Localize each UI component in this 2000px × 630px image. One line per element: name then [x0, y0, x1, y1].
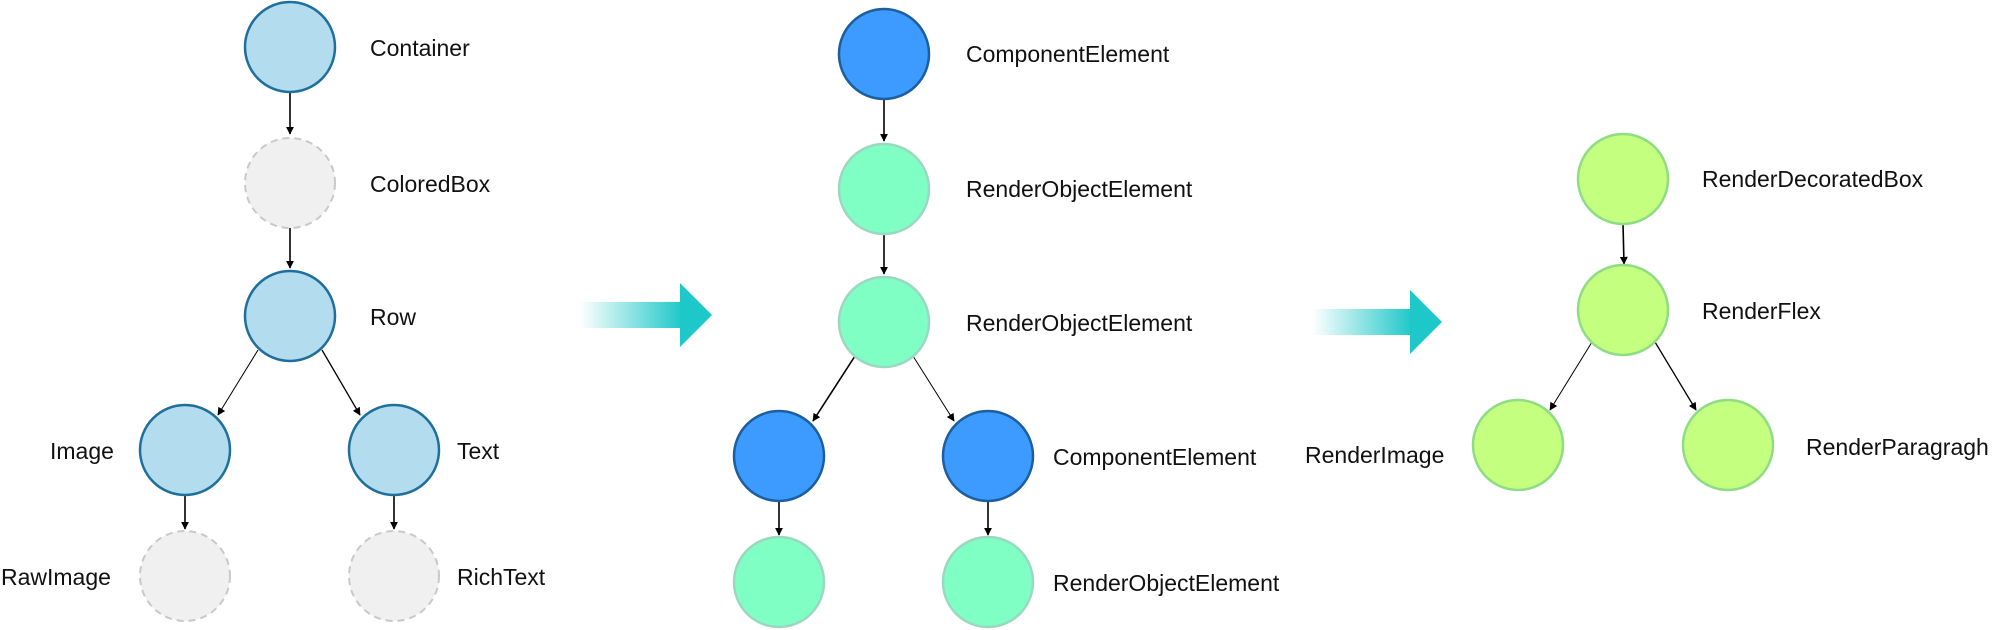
render-node-decoratedbox: RenderDecoratedBox — [1576, 132, 1924, 226]
render-node-decoratedbox-circle — [1576, 132, 1670, 226]
element-node-left-circle — [732, 409, 826, 503]
element-node-3: RenderObjectElement — [837, 275, 1193, 369]
element-node-3-label: RenderObjectElement — [966, 310, 1193, 336]
node-text-label: Text — [457, 438, 500, 464]
node-container-label: Container — [370, 35, 470, 61]
render-tree-edges — [1549, 223, 1697, 411]
render-node-decoratedbox-label: RenderDecoratedBox — [1702, 166, 1924, 192]
node-image: Image — [50, 403, 232, 497]
node-richtext-label: RichText — [457, 564, 546, 590]
transition-arrow-2-head — [1410, 290, 1442, 354]
node-coloredbox: ColoredBox — [244, 137, 491, 229]
element-node-right-bottom-label: RenderObjectElement — [1053, 570, 1280, 596]
element-node-left — [732, 409, 826, 503]
render-node-paragraph-label: RenderParagragh — [1806, 434, 1989, 460]
render-node-flex-label: RenderFlex — [1702, 298, 1821, 324]
edge-rt-top-rt-flex — [1619, 223, 1628, 265]
transition-arrow-2-shaft — [1312, 309, 1412, 335]
element-node-right-bottom: RenderObjectElement — [941, 535, 1280, 629]
node-coloredbox-label: ColoredBox — [370, 171, 491, 197]
node-row: Row — [243, 269, 416, 363]
element-node-2-circle — [837, 142, 931, 236]
element-node-right-bottom-circle — [941, 535, 1035, 629]
element-node-right: ComponentElement — [941, 409, 1257, 503]
node-text-circle — [347, 403, 441, 497]
element-node-3-circle — [837, 275, 931, 369]
transition-arrow-1 — [580, 283, 712, 347]
node-container: Container — [243, 0, 470, 94]
element-node-left-bottom — [732, 535, 826, 629]
element-node-right-label: ComponentElement — [1053, 444, 1257, 470]
render-node-image-circle — [1471, 398, 1565, 492]
render-node-paragraph: RenderParagragh — [1681, 398, 1989, 492]
element-node-left-bottom-circle — [732, 535, 826, 629]
element-node-top-circle — [837, 7, 931, 101]
element-node-right-circle — [941, 409, 1035, 503]
element-node-2: RenderObjectElement — [837, 142, 1193, 236]
render-node-image: RenderImage — [1305, 398, 1565, 492]
edge-el-3-el-right — [912, 355, 955, 422]
node-image-circle — [138, 403, 232, 497]
transition-arrow-1-shaft — [580, 302, 682, 328]
node-rawimage-label: RawImage — [1, 564, 111, 590]
node-container-circle — [243, 0, 337, 94]
widget-tree: Container ColoredBox Row Image Text RawI… — [1, 0, 546, 622]
render-node-image-label: RenderImage — [1305, 442, 1444, 468]
node-row-circle — [243, 269, 337, 363]
node-text: Text — [347, 403, 500, 497]
node-richtext: RichText — [348, 530, 546, 622]
render-tree: RenderDecoratedBox RenderFlex RenderImag… — [1305, 132, 1989, 492]
element-node-2-label: RenderObjectElement — [966, 176, 1193, 202]
transition-arrow-2 — [1312, 290, 1442, 354]
render-node-flex-circle — [1576, 263, 1670, 357]
node-image-label: Image — [50, 438, 114, 464]
edge-rt-flex-rt-para — [1654, 341, 1697, 411]
edge-el-3-el-left — [812, 355, 856, 422]
node-rawimage: RawImage — [1, 530, 231, 622]
edge-row-image — [217, 349, 259, 416]
edge-rt-flex-rt-image — [1549, 341, 1593, 411]
node-coloredbox-circle — [244, 137, 336, 229]
element-tree: ComponentElement RenderObjectElement Ren… — [732, 7, 1280, 629]
element-tree-edges — [775, 99, 992, 536]
render-node-flex: RenderFlex — [1576, 263, 1821, 357]
node-rawimage-circle — [139, 530, 231, 622]
render-node-paragraph-circle — [1681, 398, 1775, 492]
element-node-top: ComponentElement — [837, 7, 1170, 101]
node-row-label: Row — [370, 304, 416, 330]
transition-arrow-1-head — [680, 283, 712, 347]
widget-tree-edges — [181, 92, 398, 530]
edge-row-text — [321, 349, 361, 416]
node-richtext-circle — [348, 530, 440, 622]
element-node-top-label: ComponentElement — [966, 41, 1170, 67]
